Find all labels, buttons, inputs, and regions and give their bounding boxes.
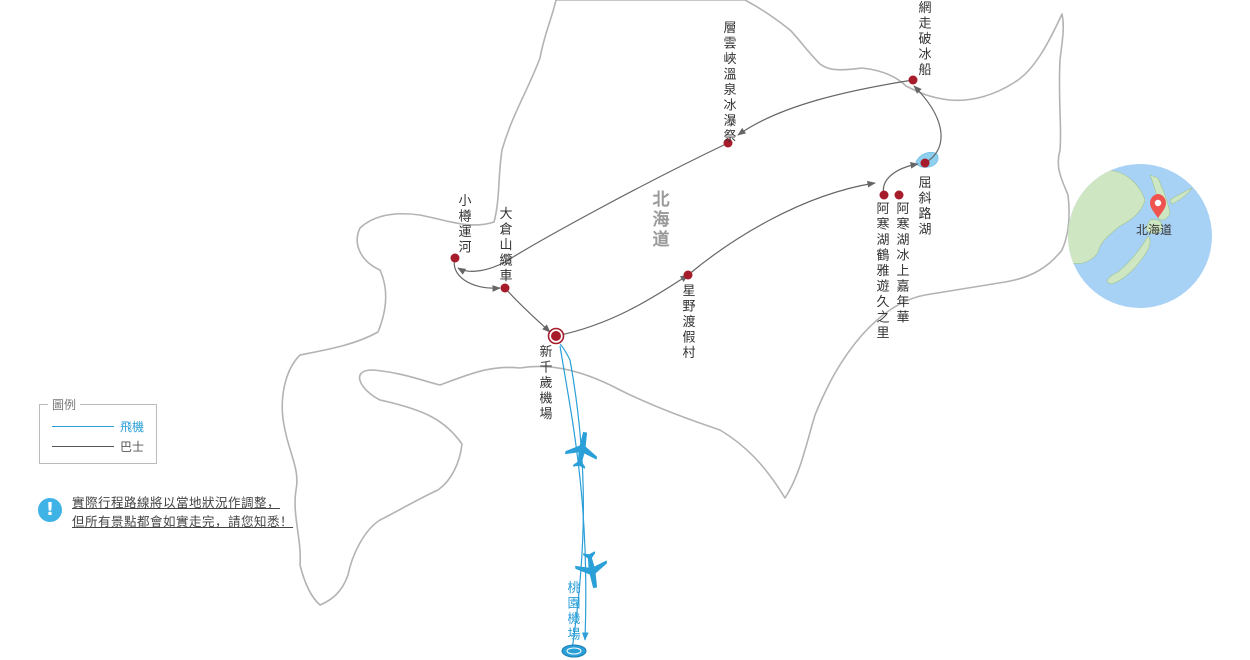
label-abashiri: 網走破冰船 bbox=[918, 1, 931, 78]
inset-globe: 北海道 bbox=[1068, 164, 1212, 308]
bus-line-swatch bbox=[52, 446, 114, 447]
airport-new-chitose-marker bbox=[547, 327, 565, 345]
route-chitose-hoshino bbox=[555, 274, 689, 337]
label-taoyuan: 桃園機場 bbox=[567, 581, 580, 643]
inset-label: 北海道 bbox=[1136, 222, 1172, 237]
flight-taoyuan-chitose bbox=[559, 343, 584, 651]
route-hoshino-akan bbox=[687, 180, 876, 276]
map-pin-icon bbox=[1150, 194, 1166, 218]
label-hoshino: 星野渡假村 bbox=[682, 284, 695, 361]
hokkaido-coastline bbox=[281, 0, 1070, 606]
notice-line-1: 實際行程路線將以當地狀況作調整， bbox=[72, 495, 281, 510]
airplane-icon bbox=[575, 551, 608, 589]
flight-chitose-taoyuan bbox=[559, 345, 589, 641]
flight-route bbox=[559, 343, 589, 651]
stop-otaru bbox=[450, 253, 460, 263]
stop-abashiri bbox=[908, 75, 918, 85]
airplane-icon bbox=[565, 431, 598, 469]
exclamation-icon: ! bbox=[38, 498, 62, 522]
route-sounkyo-otaru bbox=[457, 142, 729, 275]
route-okurayama-chitose bbox=[504, 287, 551, 333]
route-kussharo-abashiri bbox=[913, 85, 942, 164]
label-akan-festival: 阿寒湖冰上嘉年華 bbox=[896, 202, 909, 326]
label-okurayama: 大倉山纜車 bbox=[499, 207, 512, 284]
stops bbox=[450, 75, 930, 293]
label-new-chitose: 新千歲機場 bbox=[539, 344, 552, 422]
label-otaru: 小樽運河 bbox=[458, 194, 471, 256]
legend-title: 圖例 bbox=[48, 396, 81, 413]
region-label: 北海道 bbox=[653, 190, 670, 250]
stop-kussharo bbox=[920, 158, 930, 168]
stop-akan-festival bbox=[894, 190, 904, 200]
airport-taoyuan-marker bbox=[561, 644, 587, 658]
stop-sounkyo bbox=[723, 138, 733, 148]
legend: 圖例 飛機 巴士 bbox=[39, 396, 157, 464]
route-abashiri-sounkyo bbox=[737, 79, 914, 136]
flight-line-swatch bbox=[52, 426, 114, 427]
legend-plane-label: 飛機 bbox=[120, 420, 145, 434]
stop-okurayama bbox=[500, 283, 510, 293]
notice-line-2: 但所有景點都會如實走完，請您知悉！ bbox=[72, 514, 294, 529]
stop-hoshino bbox=[683, 270, 693, 280]
legend-bus-label: 巴士 bbox=[120, 440, 145, 454]
bus-routes bbox=[453, 79, 942, 337]
label-akan-village: 阿寒湖鶴雅遊久之里 bbox=[876, 202, 889, 341]
label-kussharo: 屈斜路湖 bbox=[918, 176, 931, 238]
label-sounkyo: 層雲峽溫泉冰瀑祭 bbox=[723, 21, 736, 145]
route-otaru-okurayama bbox=[453, 257, 501, 292]
stop-akan-village bbox=[879, 190, 889, 200]
